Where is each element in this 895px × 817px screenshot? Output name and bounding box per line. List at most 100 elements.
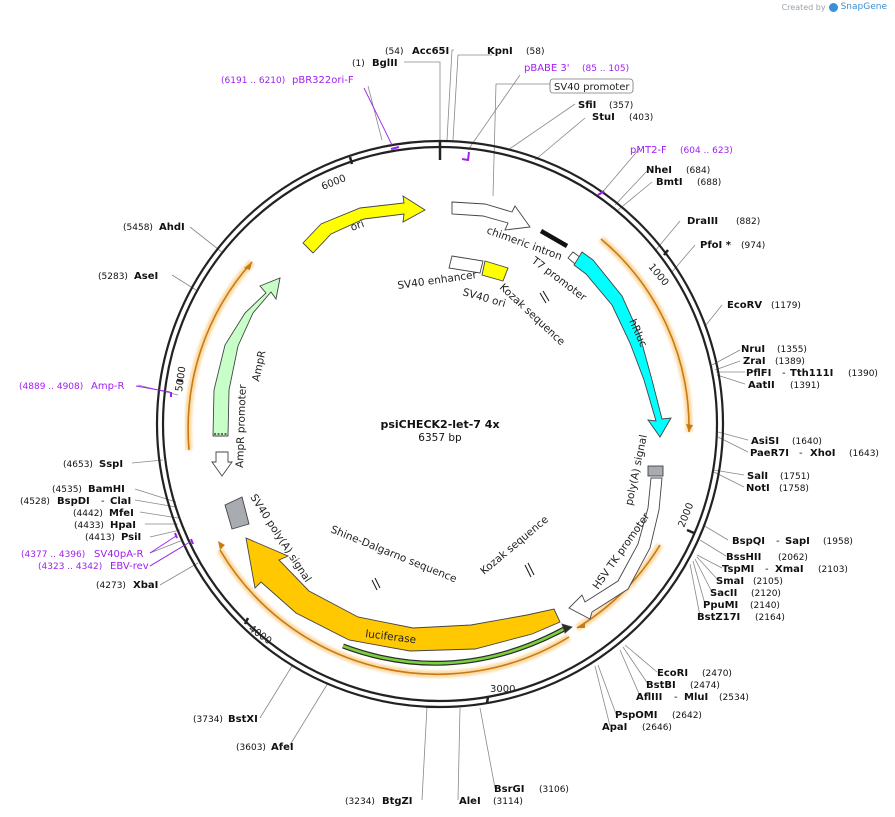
site-bstxi: (3734)BstXI — [193, 714, 258, 725]
kozak-label-2: Kozak sequence — [478, 514, 551, 578]
svg-text:PfoI *: PfoI * — [700, 240, 732, 251]
credit-prefix: Created by — [781, 2, 826, 12]
site-bstbi: BstBI(2474) — [646, 680, 720, 691]
site-zrai: ZraI(1389) — [743, 356, 805, 367]
svg-text:(4889 .. 4908): (4889 .. 4908) — [19, 382, 83, 392]
primer-labels: (6191 .. 6210)pBR322ori-F pBABE 3'(85 ..… — [19, 63, 733, 572]
svg-text:(4433): (4433) — [74, 521, 104, 531]
ori-arrow — [302, 195, 426, 254]
svg-text:AflIII: AflIII — [636, 692, 662, 703]
svg-text:(1179): (1179) — [771, 301, 801, 311]
svg-text:(604 .. 623): (604 .. 623) — [680, 146, 733, 156]
svg-text:DraIII: DraIII — [687, 216, 718, 227]
svg-text:BstZ17I: BstZ17I — [697, 612, 740, 623]
svg-text:(1640): (1640) — [792, 437, 822, 447]
site-alei: AleI(3114) — [459, 796, 523, 807]
site-sfii: SfiI(357) — [578, 100, 633, 111]
svg-text:AfeI: AfeI — [271, 742, 294, 753]
tick-label-6000: 6000 — [320, 173, 348, 193]
site-xbai: (4273) XbaI — [96, 580, 158, 591]
svg-text:(2646): (2646) — [642, 723, 672, 733]
svg-text:BsrGI: BsrGI — [494, 784, 524, 795]
svg-text:(1389): (1389) — [775, 357, 805, 367]
svg-text:XbaI: XbaI — [133, 580, 158, 591]
svg-text:PsiI: PsiI — [121, 532, 141, 543]
tick-marks — [176, 141, 695, 704]
svg-text:(2642): (2642) — [672, 711, 702, 721]
site-draiii: DraIII (882) — [687, 216, 760, 227]
svg-text:BstBI: BstBI — [646, 680, 676, 691]
svg-text:KpnI: KpnI — [487, 46, 513, 57]
credit-brand: SnapGene — [840, 2, 887, 12]
svg-text:(1758): (1758) — [779, 484, 809, 494]
svg-text:(882): (882) — [736, 217, 760, 227]
svg-text:Acc65I: Acc65I — [412, 46, 449, 57]
primer-marks — [135, 87, 605, 567]
site-ecorv: EcoRV (1179) — [727, 300, 801, 311]
svg-text:-: - — [782, 368, 786, 379]
site-psii: (4413)PsiI — [85, 532, 141, 543]
site-kpni: KpnI(58) — [487, 46, 544, 57]
chimeric-intron-arrow — [451, 201, 531, 231]
svg-text:(85 .. 105): (85 .. 105) — [582, 64, 629, 74]
svg-text:Amp-R: Amp-R — [91, 381, 125, 392]
site-ecori: EcoRI(2470) — [657, 668, 732, 679]
site-pflfi: PflFI-Tth111I(1390) — [746, 368, 878, 379]
svg-text:Tth111I: Tth111I — [790, 368, 833, 379]
svg-text:(4273): (4273) — [96, 581, 126, 591]
tick-label-2000: 2000 — [677, 501, 697, 529]
svg-text:(688): (688) — [697, 178, 721, 188]
svg-text:(3734): (3734) — [193, 715, 223, 725]
svg-text:(3114): (3114) — [493, 797, 523, 807]
site-mfei: (4442)MfeI — [73, 508, 134, 519]
site-frui: NruI(1355) — [741, 344, 807, 355]
plasmid-name: psiCHECK2-let-7 4x — [380, 418, 499, 431]
polya-box — [647, 465, 664, 477]
svg-text:BtgZI: BtgZI — [382, 796, 413, 807]
svg-text:(4535): (4535) — [52, 485, 82, 495]
plasmid-length: 6357 bp — [418, 432, 462, 444]
svg-text:NotI: NotI — [746, 483, 770, 494]
svg-text:SapI: SapI — [785, 536, 810, 547]
svg-text:(2470): (2470) — [702, 669, 732, 679]
primer-pmt2-f: pMT2-F(604 .. 623) — [630, 145, 733, 156]
svg-text:(4653): (4653) — [63, 460, 93, 470]
tick-label-3000: 3000 — [490, 684, 515, 695]
site-aatii: AatII(1391) — [748, 380, 820, 391]
svg-text:(1751): (1751) — [780, 472, 810, 482]
svg-text:pBR322ori-F: pBR322ori-F — [292, 75, 354, 86]
site-hpai: (4433) HpaI — [74, 520, 136, 531]
svg-text:(1390): (1390) — [848, 369, 878, 379]
svg-text:SV40pA-R: SV40pA-R — [94, 549, 143, 560]
svg-text:PspOMI: PspOMI — [615, 710, 657, 721]
svg-text:NheI: NheI — [646, 165, 672, 176]
svg-text:BglII: BglII — [372, 58, 398, 69]
ampr-label: AmpR — [250, 349, 268, 382]
svg-text:StuI: StuI — [592, 112, 615, 123]
chimeric-intron-label: chimeric intron — [485, 225, 564, 263]
polya-label: poly(A) signal — [623, 434, 650, 507]
site-asei: (5283)AseI — [98, 271, 158, 282]
restriction-sites: (1)BglII (54)Acc65I KpnI(58) SfiI(357) S… — [20, 46, 879, 807]
site-apai: ApaI(2646) — [602, 722, 672, 733]
site-paer7i: PaeR7I-XhoI(1643) — [750, 448, 879, 459]
site-asisi: AsiSI(1640) — [751, 436, 822, 447]
svg-text:BamHI: BamHI — [88, 484, 125, 495]
svg-text:(2103): (2103) — [818, 565, 848, 575]
site-bglii: (1)BglII — [352, 58, 398, 69]
site-sspi: (4653)SspI — [63, 459, 123, 470]
svg-text:BmtI: BmtI — [656, 177, 683, 188]
svg-text:HpaI: HpaI — [110, 520, 136, 531]
svg-text:-: - — [765, 564, 769, 575]
svg-text:MluI: MluI — [684, 692, 708, 703]
luciferase-arrow — [245, 537, 561, 652]
svg-text:EcoRV: EcoRV — [727, 300, 762, 311]
ori-label: ori — [349, 218, 366, 234]
ampr-promoter-label: AmpR promoter — [234, 384, 249, 468]
svg-text:(357): (357) — [609, 101, 633, 111]
svg-text:(5458): (5458) — [123, 223, 153, 233]
svg-text:BssHII: BssHII — [726, 552, 761, 563]
svg-text:(6191 .. 6210): (6191 .. 6210) — [221, 76, 285, 86]
svg-text:SmaI: SmaI — [716, 576, 744, 587]
sv40-promoter-label: SV40 promoter — [554, 82, 630, 93]
